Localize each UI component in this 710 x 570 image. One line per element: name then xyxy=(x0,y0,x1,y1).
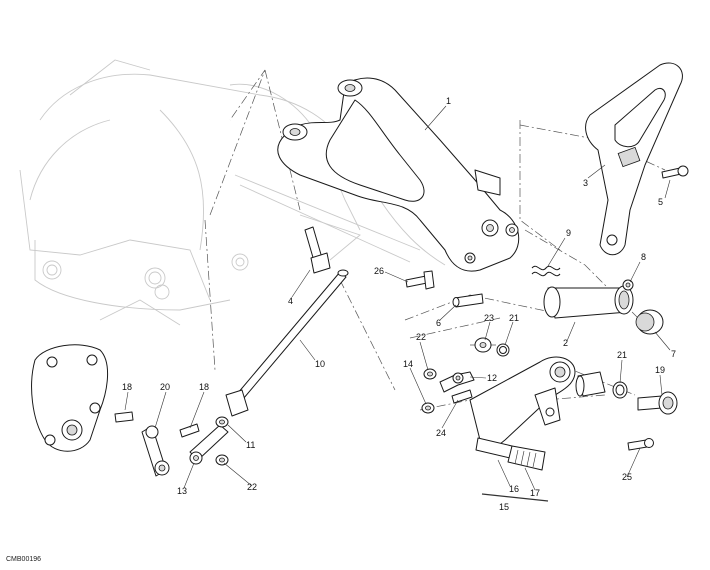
shift-lever xyxy=(469,356,576,449)
callout-18b: 18 xyxy=(199,382,209,392)
frame-ghost-outline xyxy=(19,59,446,326)
shift-peg-16 xyxy=(475,437,546,471)
washer-23 xyxy=(474,337,492,353)
callout-3: 3 xyxy=(583,178,588,188)
callout-21b: 21 xyxy=(617,350,627,360)
callout-4: 4 xyxy=(288,296,293,306)
callout-12: 12 xyxy=(487,373,497,383)
small-bolt-26 xyxy=(405,270,435,290)
pivot-bolt-19 xyxy=(637,391,678,415)
leader-lines xyxy=(124,105,671,491)
callout-17: 17 xyxy=(530,488,540,498)
callout-19: 19 xyxy=(655,365,665,375)
drawing-code: CMB00196 xyxy=(6,556,41,563)
circlip-21-lower xyxy=(612,381,628,399)
callout-26: 26 xyxy=(374,266,384,276)
callout-10: 10 xyxy=(315,359,325,369)
bushing-sleeve xyxy=(575,371,606,397)
callout-1: 1 xyxy=(446,96,451,106)
callout-25: 25 xyxy=(622,472,632,482)
callout-23: 23 xyxy=(484,313,494,323)
bolt-18-left xyxy=(114,411,134,423)
nut-11 xyxy=(215,416,229,428)
callout-8: 8 xyxy=(641,252,646,262)
shift-rod xyxy=(225,269,349,417)
nut-14 xyxy=(421,402,435,414)
callout-6: 6 xyxy=(436,318,441,328)
end-cap-7 xyxy=(635,309,664,335)
callout-22a: 22 xyxy=(416,332,426,342)
main-footpeg-bracket xyxy=(277,77,520,272)
callout-18a: 18 xyxy=(122,382,132,392)
callout-13: 13 xyxy=(177,486,187,496)
heel-guard xyxy=(585,62,683,256)
pivot-sleeve xyxy=(543,285,634,319)
bolt-5 xyxy=(661,165,689,179)
callout-15: 15 xyxy=(499,502,509,512)
callout-7: 7 xyxy=(671,349,676,359)
callout-22b: 22 xyxy=(247,482,257,492)
long-bolt xyxy=(304,226,331,274)
callout-5: 5 xyxy=(658,197,663,207)
circlip-21-upper xyxy=(496,343,510,357)
nut-22-upper xyxy=(423,368,437,380)
callout-21a: 21 xyxy=(509,313,519,323)
bracket-15 xyxy=(481,493,549,502)
shift-arm-20 xyxy=(141,425,170,477)
callout-2: 2 xyxy=(563,338,568,348)
callout-9: 9 xyxy=(566,228,571,238)
callout-11: 11 xyxy=(246,440,255,450)
rod-end-12 xyxy=(439,371,475,393)
callout-24: 24 xyxy=(436,428,446,438)
pin-6 xyxy=(452,293,484,308)
sprocket-cover xyxy=(31,344,109,452)
small-bolt-8 xyxy=(622,279,634,291)
rod-end-13 xyxy=(189,424,229,465)
bolt-24 xyxy=(451,389,473,404)
callout-20: 20 xyxy=(160,382,170,392)
callout-16: 16 xyxy=(509,484,519,494)
callout-labels: 1 2 3 4 5 6 7 8 9 10 11 12 13 14 15 16 1… xyxy=(122,96,676,512)
nut-22-lower xyxy=(215,454,229,466)
bolt-25 xyxy=(627,438,654,451)
bolt-18-right xyxy=(179,423,200,438)
callout-14: 14 xyxy=(403,359,413,369)
spring-9 xyxy=(531,265,561,277)
